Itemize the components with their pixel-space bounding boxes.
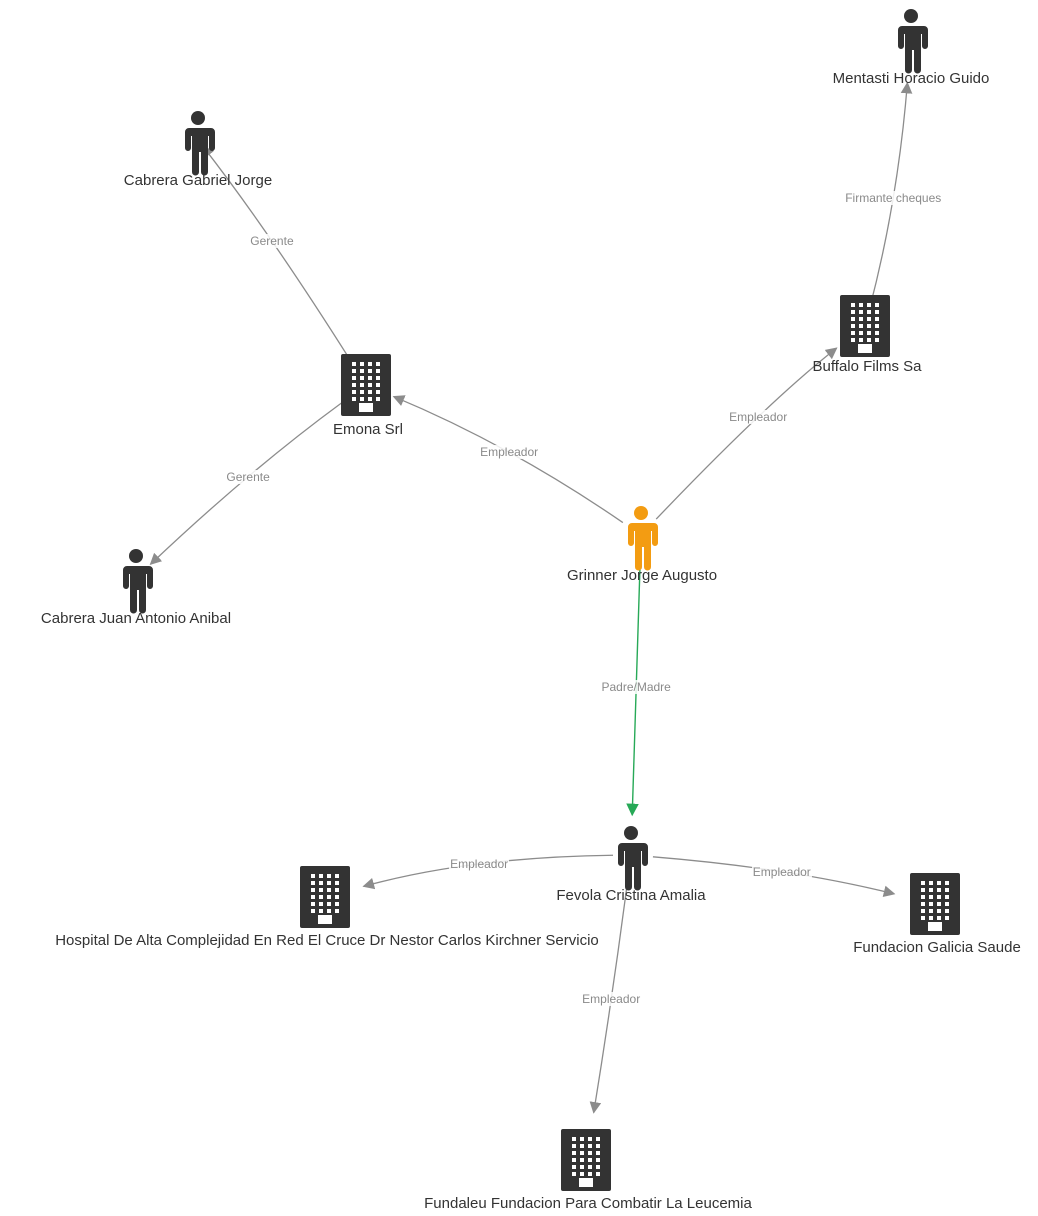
- edge-label: Empleador: [449, 856, 510, 871]
- building-icon[interactable]: [341, 354, 391, 416]
- node-label-buffalo[interactable]: Buffalo Films Sa: [812, 358, 922, 375]
- edge-label: Padre/Madre: [600, 680, 672, 694]
- edge-label: Empleador: [728, 409, 789, 424]
- nodes-layer: [123, 9, 960, 1191]
- edge-label: Empleador: [581, 992, 642, 1007]
- node-label-mentasti[interactable]: Mentasti Horacio Guido: [832, 70, 990, 87]
- building-icon[interactable]: [300, 866, 350, 928]
- edge-label: Empleador: [479, 445, 540, 460]
- building-icon[interactable]: [840, 295, 890, 357]
- building-icon[interactable]: [561, 1129, 611, 1191]
- node-label-emona[interactable]: Emona Srl: [332, 421, 404, 438]
- person-icon[interactable]: [618, 826, 648, 891]
- node-label-fundaleu[interactable]: Fundaleu Fundacion Para Combatir La Leuc…: [424, 1195, 752, 1212]
- person-icon[interactable]: [123, 549, 153, 614]
- edge-label: Firmante cheques: [844, 190, 943, 205]
- edge-label: Gerente: [225, 469, 271, 484]
- edge-grinner-to-emona[interactable]: [392, 395, 624, 524]
- person-icon[interactable]: [898, 9, 928, 74]
- node-label-grinner[interactable]: Grinner Jorge Augusto: [566, 567, 718, 584]
- person-icon[interactable]: [628, 506, 658, 571]
- building-icon[interactable]: [910, 873, 960, 935]
- node-label-fevola[interactable]: Fevola Cristina Amalia: [556, 887, 706, 904]
- person-icon[interactable]: [185, 111, 215, 176]
- node-label-cabrera-juan[interactable]: Cabrera Juan Antonio Anibal: [40, 610, 232, 627]
- node-label-hospital[interactable]: Hospital De Alta Complejidad En Red El C…: [55, 932, 599, 949]
- node-label-cabrera-gabriel[interactable]: Cabrera Gabriel Jorge: [123, 172, 273, 189]
- edge-label: Empleador: [751, 864, 812, 879]
- edge-label: Gerente: [249, 234, 295, 249]
- node-label-galicia[interactable]: Fundacion Galicia Saude: [853, 939, 1021, 956]
- edge-grinner-to-buffalo[interactable]: [655, 347, 838, 520]
